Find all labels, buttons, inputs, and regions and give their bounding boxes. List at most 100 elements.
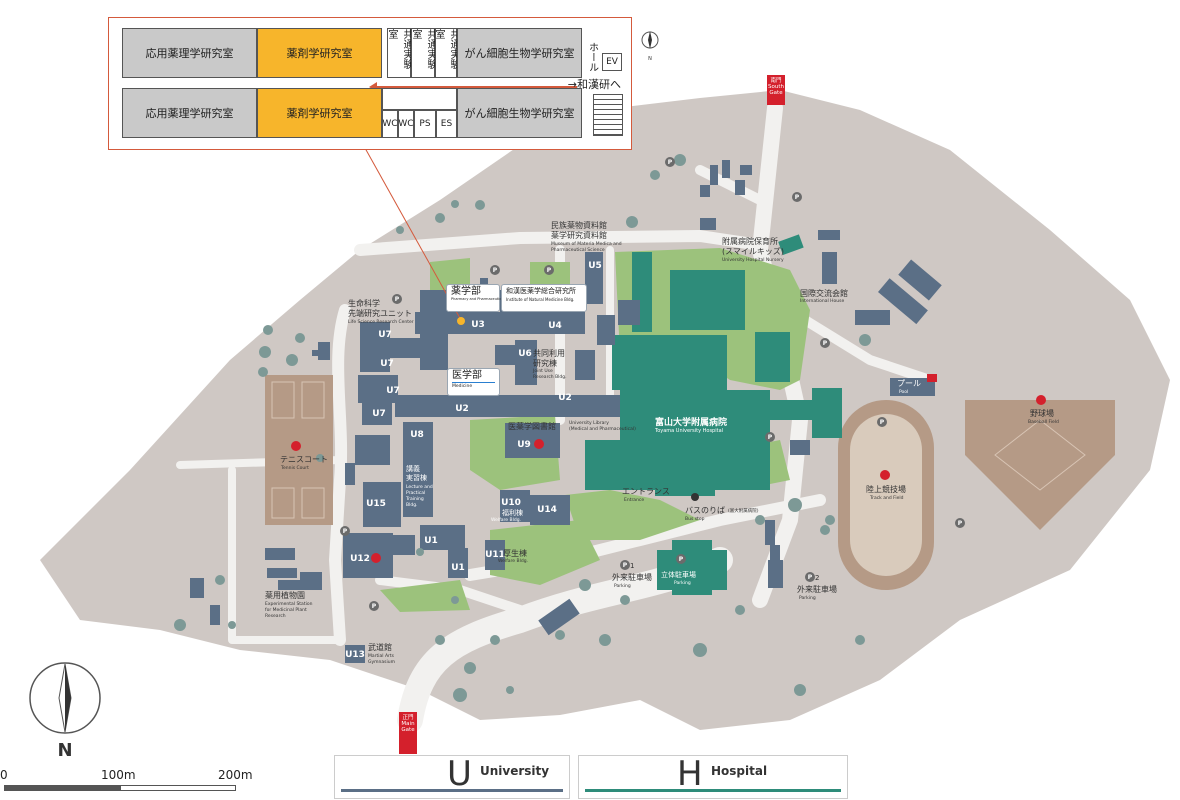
corridor-arrow-head [369, 82, 377, 92]
p-mark: P [958, 520, 963, 527]
lecture-label-en3: Training [405, 496, 424, 502]
p-mark: P [768, 434, 773, 441]
museum-label-en2: Pharmaceutical Science [551, 247, 605, 253]
lecture-label-en1: Lecture and [406, 484, 433, 490]
track-label: 陸上競技場 [866, 484, 906, 494]
wakan-label-en: Institute of Natural Medicine Bldg. [506, 297, 575, 302]
library-label-en1: University Library [569, 420, 609, 426]
p-mark: P [395, 296, 400, 303]
track-label-en: Track and Field [869, 495, 904, 501]
south-gate-en: South Gate [768, 84, 784, 96]
lecture-label-1: 講義 [406, 464, 420, 473]
legend-university: U University [334, 754, 570, 799]
room-cancer-cell-biology-top: がん細胞生物学研究室 [457, 28, 582, 78]
lecture-label-en4: Bldg. [406, 502, 417, 508]
room-pharmaceutics-top: 薬剤学研究室 [257, 28, 382, 78]
busstop-label-en: Bus stop [685, 516, 705, 522]
pool-label-en: Pool [899, 389, 908, 395]
p1-label-en: Parking [614, 583, 631, 589]
pharmacy-label-en: Pharmacy and Pharmaceutical Sciences [451, 297, 521, 301]
building-u1b: U1 [451, 563, 465, 573]
utility-area [382, 88, 457, 110]
budo-label-en2: Gymnasium [368, 659, 395, 665]
building-u6: U6 [518, 349, 532, 359]
nursery-label-1: 附属病院保育所 [722, 236, 778, 246]
lifesci-label-2: 先端研究ユニット [348, 308, 412, 318]
p-mark: P [880, 419, 885, 426]
inset-north-label: N [648, 56, 652, 62]
building-u4: U4 [548, 321, 562, 331]
busstop-label: バスのりば [685, 506, 725, 515]
room-cancer-cell-biology-bottom: がん細胞生物学研究室 [457, 88, 582, 138]
building-u7d: U7 [372, 409, 386, 419]
building-u5: U5 [588, 261, 602, 271]
museum-label-2: 薬学研究資料館 [551, 230, 607, 240]
building-u7b: U7 [380, 359, 394, 369]
elevator: EV [602, 53, 622, 71]
legend-u-swatch [341, 789, 563, 792]
welfare2-label-en: Welfare Bldg. [498, 558, 528, 564]
building-u9: U9 [517, 440, 531, 450]
p-mark: P [823, 340, 828, 347]
lifesci-label-en: Life Science Research Center [348, 319, 414, 325]
trees [174, 154, 871, 702]
p-mark: P [493, 267, 498, 274]
baseball-label-en: Baseball Field [1028, 419, 1059, 425]
joint-label-1: 共同利用 [533, 348, 565, 358]
north-compass-icon: N [29, 662, 101, 760]
building-u13: U13 [345, 650, 365, 660]
building-u11: U11 [485, 550, 505, 560]
room-pharmaceutics-bottom: 薬剤学研究室 [257, 88, 382, 138]
building-u7a: U7 [378, 330, 392, 340]
pipe-space: PS [414, 110, 436, 138]
entrance-label: エントランス [622, 487, 670, 496]
corridor-arrow-line [377, 86, 577, 88]
baseball-field [965, 400, 1115, 530]
wakan-institute-label: 和漢医薬学総合研究所 Institute of Natural Medicine… [501, 284, 587, 312]
legend-h-letter: H [677, 754, 703, 794]
pool-label: プール [897, 379, 921, 388]
main-gate-marker: 正門 Main Gate [399, 712, 417, 754]
medicine-faculty-label: 医学部 Medicine [447, 368, 500, 396]
p2-label: 外来駐車場 [797, 584, 837, 594]
joint-label-en2: Research Bldg. [533, 374, 567, 380]
restroom-2: WC [398, 110, 414, 138]
main-gate-en: Main Gate [401, 721, 415, 733]
p-mark: P [343, 528, 348, 535]
scale-bar-segment-1 [4, 785, 120, 791]
hospital-label: 富山大学附属病院 [655, 416, 727, 428]
budo-label: 武道館 [368, 642, 392, 652]
building-u3: U3 [471, 320, 485, 330]
building-u10: U10 [501, 498, 521, 508]
scale-label-200: 200m [218, 768, 253, 782]
legend-h-swatch [585, 789, 841, 792]
wakan-direction-label: →和漢研へ [567, 78, 621, 91]
legend-u-label: University [480, 764, 550, 778]
south-gate-marker: 南門 South Gate [767, 75, 785, 105]
hospital-label-en: Toyama University Hospital [654, 428, 723, 434]
baseball-label: 野球場 [1030, 408, 1054, 418]
nursery-label-en: University Hospital Nursery [722, 257, 784, 263]
room-common-lab-1: 共通実験室 [386, 28, 412, 78]
welfare-label-en: Welfare Bldg. [491, 517, 521, 523]
university-buildings [190, 160, 942, 663]
joint-label-2: 研究棟 [533, 358, 557, 368]
room-applied-pharmacology-top: 応用薬理学研究室 [122, 28, 257, 78]
parking-struct-label: 立体駐車場 [661, 570, 696, 579]
building-u2b: U2 [558, 393, 572, 403]
p-mark: P [668, 159, 673, 166]
pharmacy-location-marker [457, 317, 465, 325]
parking-markers: P P P P P P P P P P P P P P [340, 157, 965, 611]
legend-h-label: Hospital [711, 764, 768, 778]
room-applied-pharmacology-bottom: 応用薬理学研究室 [122, 88, 257, 138]
museum-label-1: 民族薬物資料館 [551, 220, 607, 230]
map-text: 生命科学 先端研究ユニット Life Science Research Cent… [265, 220, 1059, 665]
hospital-buildings [585, 234, 842, 595]
budo-label-en1: Martial Arts [368, 653, 395, 659]
p2-number: 2 [815, 574, 819, 582]
entrance-label-en: Entrance [624, 497, 644, 503]
room-common-lab-2: 共通実験室 [410, 28, 436, 78]
tennis-label-en: Tennis Court [280, 465, 309, 471]
p1-label: 外来駐車場 [612, 572, 652, 582]
